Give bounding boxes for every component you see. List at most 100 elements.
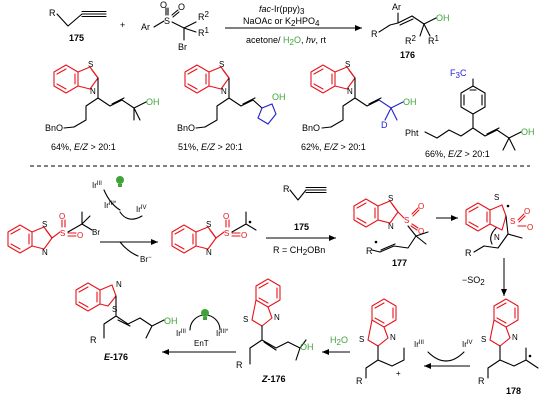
atom-N: N — [512, 333, 518, 342]
bromide-Br: Br — [92, 228, 100, 237]
product-R: R — [371, 29, 378, 39]
intermediate-177-id: 177 — [392, 258, 407, 268]
example-4-yield: 66%, E/Z > 20:1 — [425, 149, 490, 159]
atom-N: N — [90, 87, 96, 96]
atom-S: S — [243, 315, 248, 324]
sulfonyl-Br: Br — [178, 42, 187, 52]
photocatalyst-cycle-1: IrIII IrIII* IrIV Br− — [92, 176, 158, 264]
ir3-c: IrIII — [176, 329, 186, 338]
z-176-id: Z-176 — [261, 374, 286, 384]
sulfonyl-O: O — [418, 202, 424, 211]
lightbulb-icon — [116, 176, 124, 187]
plus-sign: + — [120, 20, 125, 30]
sulfonyl-O1: O — [160, 0, 167, 10]
oh-label: OH — [300, 342, 314, 352]
r-label: R — [356, 376, 363, 386]
example-4-OH: OH — [521, 127, 535, 137]
example-2-yield: 51%, E/Z > 20:1 — [178, 142, 243, 152]
product-Ar: Ar — [392, 2, 401, 12]
lightbulb-icon — [201, 309, 209, 320]
ir3-star: IrIII* — [104, 201, 117, 210]
condition-catalyst: fac-Ir(ppy)3 — [259, 4, 305, 16]
atom-N: N — [116, 280, 122, 289]
example-1-yield: 64%, E/Z > 20:1 — [51, 142, 116, 152]
atom-S: S — [219, 60, 224, 69]
example-3-D: D — [381, 120, 388, 130]
atom-S: S — [88, 60, 93, 69]
product-id: 176 — [400, 50, 415, 60]
example-2-OH: OH — [272, 92, 286, 102]
sulfonyl-Ar: Ar — [141, 22, 150, 32]
ir3-b: IrIII — [414, 340, 424, 349]
sulfonyl-S: S — [164, 16, 170, 26]
condition-solvent: acetone/ H2O, hν, rt — [246, 35, 327, 47]
sulfonyl-O2: O — [178, 2, 185, 12]
ent-label: EnT — [194, 339, 209, 348]
sulfonyl-O: O — [59, 212, 65, 221]
sulfonyl-radical: S N S O O — [171, 211, 257, 257]
alkyne-R-label: R — [49, 8, 56, 18]
sulfonyl-S: S — [224, 229, 229, 238]
so2-extrusion: −SO2 — [462, 258, 507, 296]
sulfonyl-bromide: Ar S O O R2 R1 Br — [141, 0, 210, 52]
sulfonyl-O: O — [241, 231, 247, 240]
alkyne-R: R — [283, 184, 290, 194]
example-4-CF3: F3C — [450, 68, 467, 80]
example-2-group: BnO — [177, 123, 195, 133]
ir4: IrIV — [136, 205, 147, 214]
example-3-OH: OH — [403, 97, 417, 107]
atom-S: S — [481, 335, 486, 344]
energy-transfer-cycle: IrIII IrIII* EnT — [162, 309, 236, 355]
water-addition: H2O — [322, 335, 350, 355]
top-reaction: R 175 + Ar S O O R2 R1 Br fac-Ir(ppy)3 N… — [49, 0, 450, 60]
r-label: R — [465, 248, 472, 258]
atom-S: S — [494, 193, 499, 202]
sulfonyl-O: O — [418, 227, 424, 236]
ir4-b: IrIV — [462, 340, 473, 349]
example-3: S N OH D BnO 62%, E/Z > 20:1 — [301, 60, 417, 152]
atom-N: N — [347, 87, 353, 96]
example-1: S N OH BnO 64%, E/Z > 20:1 — [45, 60, 160, 152]
oxidation-step: IrIII IrIV — [414, 340, 473, 369]
product-R1: R1 — [428, 34, 440, 46]
example-3-yield: 62%, E/Z > 20:1 — [301, 142, 366, 152]
r-label: R — [236, 360, 243, 370]
atom-S: S — [112, 305, 117, 314]
r-label: R — [366, 246, 373, 256]
example-2: S N OH BnO 51%, E/Z > 20:1 — [177, 60, 286, 152]
atom-S: S — [345, 60, 350, 69]
product-OH: OH — [436, 13, 450, 23]
atom-S: S — [42, 220, 47, 229]
alkyne-addition: R 175 R = CH2OBn — [266, 184, 336, 257]
intermediate-178-id: 178 — [506, 386, 521, 396]
r-label: R — [478, 376, 485, 386]
atom-N: N — [494, 233, 500, 242]
vinyl-cation-intermediate: S N + R — [356, 298, 405, 386]
example-4: F3C OH Pht 66%, E/Z > 20:1 — [405, 68, 535, 159]
so2-loss: −SO2 — [462, 275, 485, 287]
atom-N: N — [206, 248, 212, 257]
ir3: IrIII — [92, 181, 102, 190]
cation-charge: + — [396, 369, 401, 378]
sulfonyl-R1: R1 — [198, 26, 210, 38]
r-definition: R = CH2OBn — [273, 245, 325, 257]
atom-N: N — [388, 222, 394, 231]
z-176: S N OH R Z-176 — [236, 278, 314, 384]
atom-N: N — [221, 87, 227, 96]
mechanism: S N S O O Br IrIII IrIII* IrIV Br− — [7, 176, 539, 396]
intermediate-178: S N R 178 — [478, 298, 539, 396]
bromide-ion: Br− — [140, 255, 152, 264]
mech-start-sulfone: S N S O O Br — [7, 211, 100, 257]
oh-label: OH — [164, 316, 178, 326]
sulfonyl-O: O — [223, 212, 229, 221]
atom-S: S — [359, 335, 364, 344]
spiro-radical: S N S O O R — [465, 193, 533, 258]
sulfonyl-O: O — [77, 231, 83, 240]
sulfonyl-S: S — [404, 216, 409, 225]
example-4-group: Pht — [405, 128, 419, 138]
sulfonyl-O: O — [527, 223, 533, 232]
alkyne-175: R 175 — [49, 8, 107, 43]
sulfonyl-S: S — [60, 229, 65, 238]
atom-N: N — [42, 248, 48, 257]
